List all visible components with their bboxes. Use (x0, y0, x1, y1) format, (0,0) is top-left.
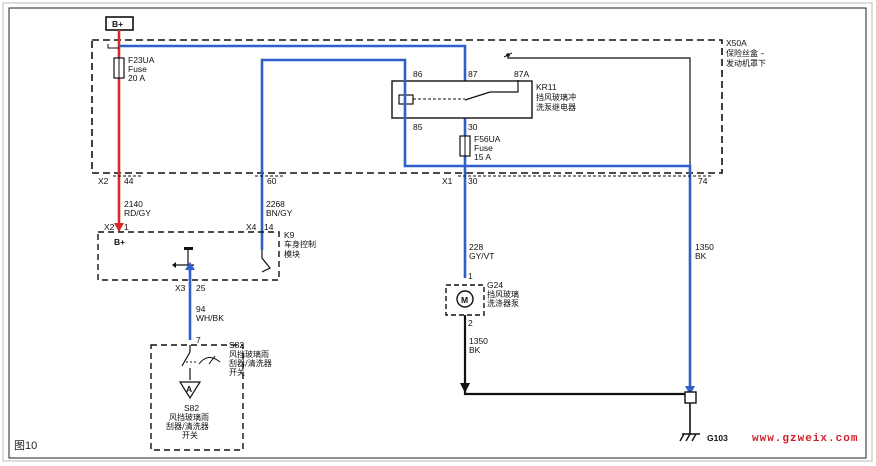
bcm-name-line1: 车身控制 (284, 239, 316, 249)
wire-228-number: 228 (469, 242, 483, 252)
fuse-box-name-line2: 发动机罩下 (726, 58, 766, 68)
motor-frame (445, 284, 485, 316)
bcm-input-ref (184, 247, 193, 250)
wire-2140-number: 2140 (124, 199, 143, 209)
relay-id: KR11 (536, 82, 557, 92)
fuse-f23-rating: 20 A (128, 73, 145, 83)
relay-control-wire-2268 (260, 58, 692, 392)
bcm-x2-pin: 1 (124, 222, 129, 232)
relay-pin-85: 85 (413, 122, 423, 132)
wire-1350-right-color: BK (695, 251, 707, 261)
bcm-id: K9 (284, 230, 295, 240)
connector-x1-name: X1 (442, 176, 453, 186)
fuse-f23-kind: Fuse (128, 64, 147, 74)
switch-top-id: S82 (229, 340, 244, 350)
switch-contact (181, 351, 191, 367)
fuse-box-name-line1: 保险丝盒 – (726, 48, 765, 58)
wire-94-color: WH/BK (196, 313, 224, 323)
switch-pin: 7 (196, 335, 201, 345)
wire-94-number: 94 (196, 304, 206, 314)
motor-pin-2: 2 (468, 318, 473, 328)
connector-x2-pin: 44 (124, 176, 134, 186)
relay-contact (464, 80, 519, 101)
bcm-input-arrow (172, 262, 176, 268)
motor-name-line2: 洗涤器泵 (487, 298, 519, 308)
battery-plus-label: B+ (112, 19, 123, 29)
connector-x2-name: X2 (98, 176, 109, 186)
switch-symbol: A (186, 384, 192, 394)
switch-bottom-id: S82 (184, 403, 199, 413)
fuse-f56-id: F56UA (474, 134, 501, 144)
fuse-f23-tap (107, 44, 119, 49)
switch-bottom-name2: 刮器/清洗器 (166, 421, 209, 431)
wire-1350-right-number: 1350 (695, 242, 714, 252)
relay-name-line1: 挡风玻璃冲 (536, 92, 576, 102)
switch-frame (150, 344, 244, 451)
relay-name-line2: 洗泵继电器 (536, 102, 576, 112)
ground-wire-arrow (685, 386, 695, 395)
fuse-f56-kind: Fuse (474, 143, 493, 153)
bcm-bplus: B+ (114, 237, 125, 247)
bcm-x2-name: X2 (104, 222, 115, 232)
bcm-x3-name: X3 (175, 283, 186, 293)
fuse-f23-id: F23UA (128, 55, 155, 65)
relay-pin-86: 86 (413, 69, 423, 79)
relay-pin-30: 30 (468, 122, 478, 132)
motor-id: G24 (487, 280, 503, 290)
motor-name-line1: 挡风玻璃 (487, 289, 519, 299)
power-wire-arrow (114, 223, 124, 232)
wiper-icon (198, 357, 221, 365)
wiper-arm-icon (208, 355, 216, 365)
relay-87a-tick (503, 52, 513, 58)
bcm-x4-name: X4 (246, 222, 257, 232)
motor-pin-1: 1 (468, 271, 473, 281)
relay-pin-87: 87 (468, 69, 478, 79)
diagram-border (8, 7, 867, 459)
fuse-f56-rating: 15 A (474, 152, 491, 162)
bcm-x4-pin: 14 (264, 222, 274, 232)
bcm-low-side-driver (261, 250, 271, 273)
switch-top-name1: 风挡玻璃雨 (229, 349, 269, 359)
switch-triangle (178, 381, 202, 400)
switch-top-name3: 开关 (229, 367, 245, 377)
connector-x1-pin: 30 (468, 176, 478, 186)
wire-2268-color: BN/GY (266, 208, 293, 218)
connector-x1-pin2: 74 (698, 176, 708, 186)
switch-bottom-name1: 风挡玻璃雨 (169, 412, 209, 422)
wire-1350-left-number: 1350 (469, 336, 488, 346)
motor-ground-wire-1350 (463, 315, 686, 396)
relay-87a-line (507, 56, 691, 172)
fuse-box-id: X50A (726, 38, 747, 48)
bcm-x3-pin: 25 (196, 283, 206, 293)
bcm-name-line2: 模块 (284, 249, 300, 259)
motor-symbol (456, 290, 474, 308)
relay-pin-87a: 87A (514, 69, 529, 79)
bcm-frame (97, 231, 280, 281)
watermark: www.gzweix.com (752, 433, 858, 445)
ground-id: G103 (707, 433, 728, 443)
wire-228-color: GY/VT (469, 251, 495, 261)
ground-icon (679, 433, 697, 442)
motor-feed-wire-228 (119, 44, 467, 278)
switch-top-name2: 刮器/清洗器 (229, 358, 272, 368)
connector-x2b-pin: 60 (267, 176, 277, 186)
switch-bottom-name3: 开关 (182, 430, 198, 440)
ground-splice (684, 391, 697, 404)
motor-symbol-label: M (461, 295, 468, 305)
fuse-box-frame (91, 39, 723, 174)
motor-ground-arrow (460, 383, 470, 393)
wire-1350-left-color: BK (469, 345, 481, 355)
switch-signal-arrow (185, 262, 195, 270)
figure-label: 图10 (14, 439, 37, 452)
wire-2140-color: RD/GY (124, 208, 151, 218)
wire-2268-number: 2268 (266, 199, 285, 209)
